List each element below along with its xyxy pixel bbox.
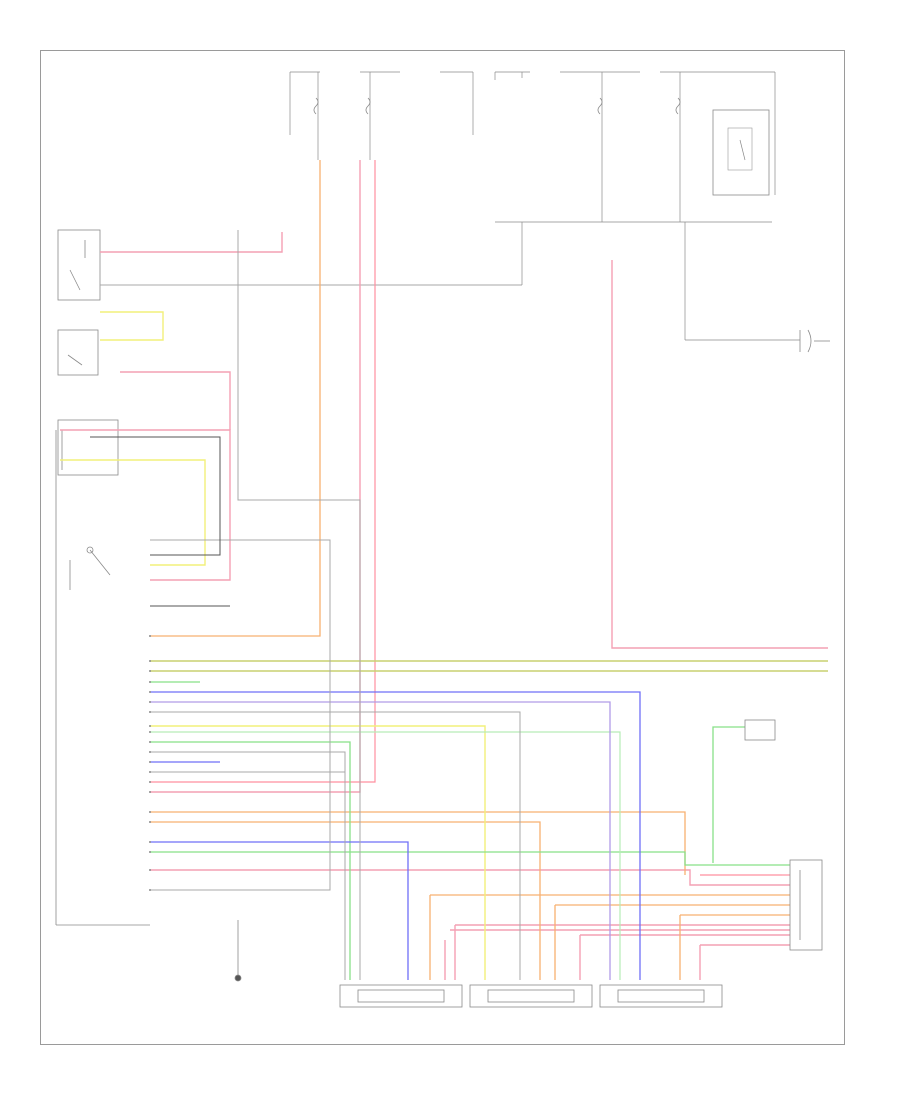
ground-symbol-left	[234, 920, 242, 982]
black-wires	[90, 436, 230, 607]
temp-blend-actuator	[469, 984, 593, 1008]
green-wires	[150, 681, 790, 980]
gray-wires	[100, 230, 521, 980]
fuse-symbols	[313, 97, 681, 115]
violet-wires	[150, 701, 611, 980]
evaporator-sensor-connector	[789, 859, 823, 951]
blower-resistor	[57, 419, 119, 476]
blower-relay	[712, 109, 770, 196]
hvac-control-module	[55, 430, 150, 926]
compressor-relay	[57, 229, 101, 301]
fuse-box-group	[289, 71, 776, 195]
blue-wires	[150, 691, 641, 980]
ac-pressure-switch	[57, 329, 99, 376]
blower-switch	[69, 546, 111, 590]
yellow-wires	[60, 311, 486, 980]
module-pins	[149, 635, 151, 891]
orange-wires	[150, 160, 790, 980]
relay-bus	[280, 135, 800, 341]
intake-actuator	[599, 984, 723, 1008]
olive-wires	[150, 660, 828, 672]
mode-actuator	[339, 984, 463, 1008]
red-wires	[150, 160, 790, 876]
diagram-frame	[40, 50, 845, 1045]
fuse-hot-lines	[317, 72, 681, 160]
ac-compressor-clutch	[799, 329, 830, 353]
ambient-sensor	[744, 719, 776, 741]
ltgreen-wires	[150, 731, 621, 980]
